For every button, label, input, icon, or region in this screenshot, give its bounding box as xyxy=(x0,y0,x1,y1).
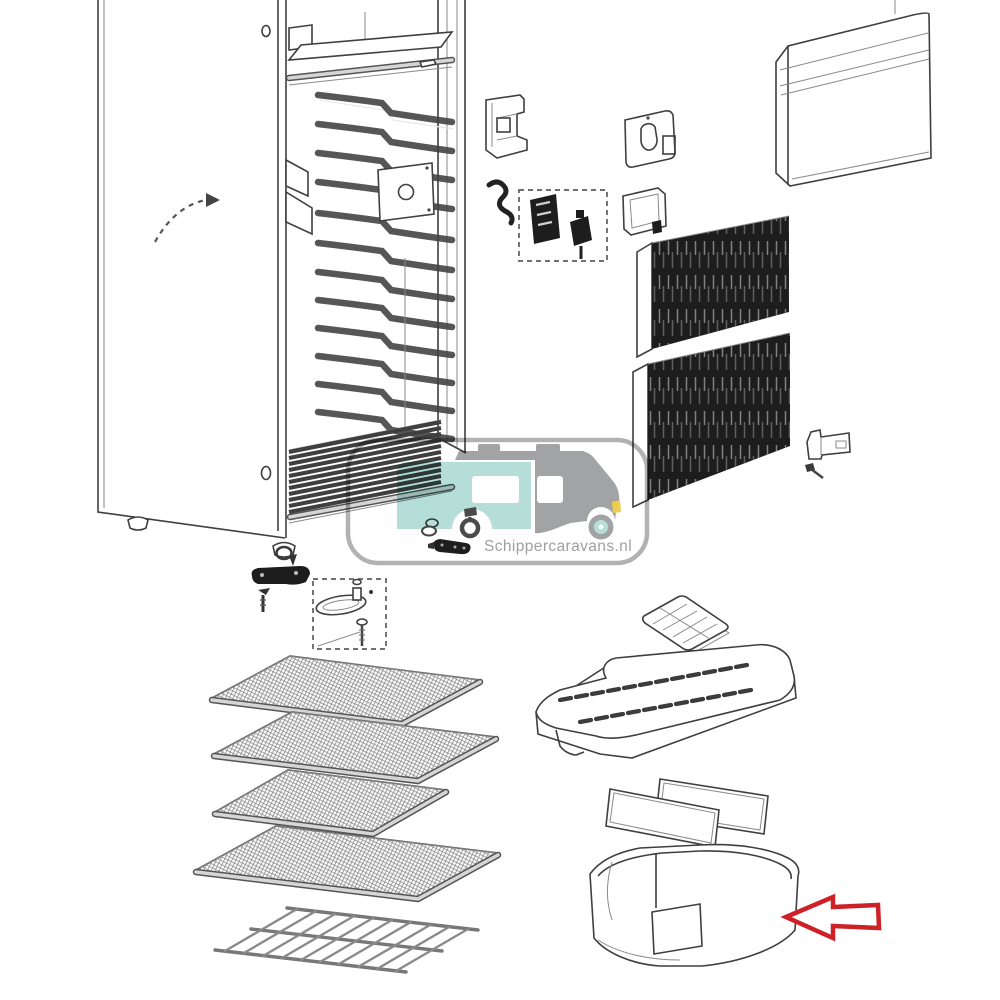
hinge-assembly-kit xyxy=(312,578,387,650)
crisper-drawer xyxy=(589,843,800,967)
refrigerator-cabinet xyxy=(97,0,467,558)
watermark: Schippercaravans.nl xyxy=(345,437,650,566)
thermostat-plate xyxy=(377,162,435,222)
electronics-kit xyxy=(518,189,608,262)
grille-screw xyxy=(805,463,824,479)
grille-clip xyxy=(806,429,851,460)
circuit-board xyxy=(530,194,560,244)
cabinet-left-edge xyxy=(97,0,286,539)
grommet xyxy=(421,525,437,537)
highlight-arrow-left xyxy=(780,893,882,942)
hinge-hole-top xyxy=(261,24,271,38)
door-swing-arrow xyxy=(154,193,220,243)
vent-grille-lower xyxy=(632,332,791,509)
pillar-brackets xyxy=(285,158,313,236)
headlight xyxy=(612,500,621,513)
bolt-ring xyxy=(459,507,481,539)
wire-shelf-4 xyxy=(192,825,502,903)
cooling-fin-back-wall xyxy=(314,91,456,443)
ice-cube-tray xyxy=(641,595,730,653)
mounting-bracket-cover xyxy=(485,94,528,159)
bottle-rack xyxy=(213,906,480,974)
ignition-cable xyxy=(486,179,515,226)
motorhome-logo xyxy=(397,444,621,540)
wire-shelf-3 xyxy=(211,769,450,838)
watermark-text: Schippercaravans.nl xyxy=(484,538,632,555)
igniter-unit xyxy=(570,216,592,246)
retainer-ring xyxy=(275,545,293,561)
watermark-border xyxy=(345,437,650,566)
door-hinge-bar xyxy=(251,554,310,585)
vent-grille-upper xyxy=(636,215,790,359)
wire-shelf-2 xyxy=(210,711,500,785)
freezer-shelf xyxy=(285,12,456,86)
burner-rail xyxy=(428,539,471,555)
hinge-screw xyxy=(258,588,270,612)
hinge-hole-bottom xyxy=(260,465,272,481)
door-outer-panel xyxy=(775,0,932,187)
control-box xyxy=(622,187,667,236)
relay-box xyxy=(624,110,676,168)
wire-shelf-1 xyxy=(208,655,484,728)
crisper-cover xyxy=(535,643,797,759)
